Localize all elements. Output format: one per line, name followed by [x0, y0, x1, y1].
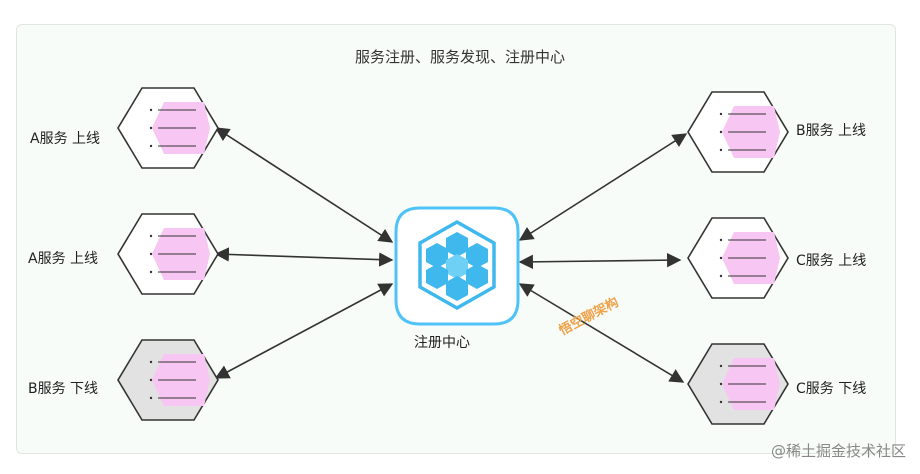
cube-cluster-icon [418, 219, 496, 311]
arrow-b2-center [518, 133, 688, 241]
service-node-c1 [687, 217, 789, 299]
node-label-b1: B服务 下线 [28, 381, 99, 397]
service-node-a1 [117, 87, 219, 169]
arrow-c2-center [518, 283, 685, 383]
service-node-c2 [687, 343, 789, 425]
arrow-b1-center [214, 283, 394, 379]
arrow-a1-center [214, 127, 394, 243]
registry-center-node [394, 206, 520, 326]
arrow-c1-center [518, 252, 682, 270]
node-label-c2: C服务 下线 [796, 381, 867, 397]
arrow-a2-center [214, 247, 394, 267]
node-label-b2: B服务 上线 [796, 123, 867, 139]
registry-center-label: 注册中心 [414, 335, 470, 351]
node-label-a2: A服务 上线 [28, 251, 99, 267]
service-node-b1 [117, 339, 219, 421]
node-label-c1: C服务 上线 [796, 253, 867, 269]
service-node-a2 [117, 213, 219, 295]
node-label-a1: A服务 上线 [30, 131, 101, 147]
footer-attribution: @稀土掘金技术社区 [770, 442, 906, 460]
diagram-title: 服务注册、服务发现、注册中心 [354, 48, 565, 66]
service-node-b2 [687, 91, 789, 173]
